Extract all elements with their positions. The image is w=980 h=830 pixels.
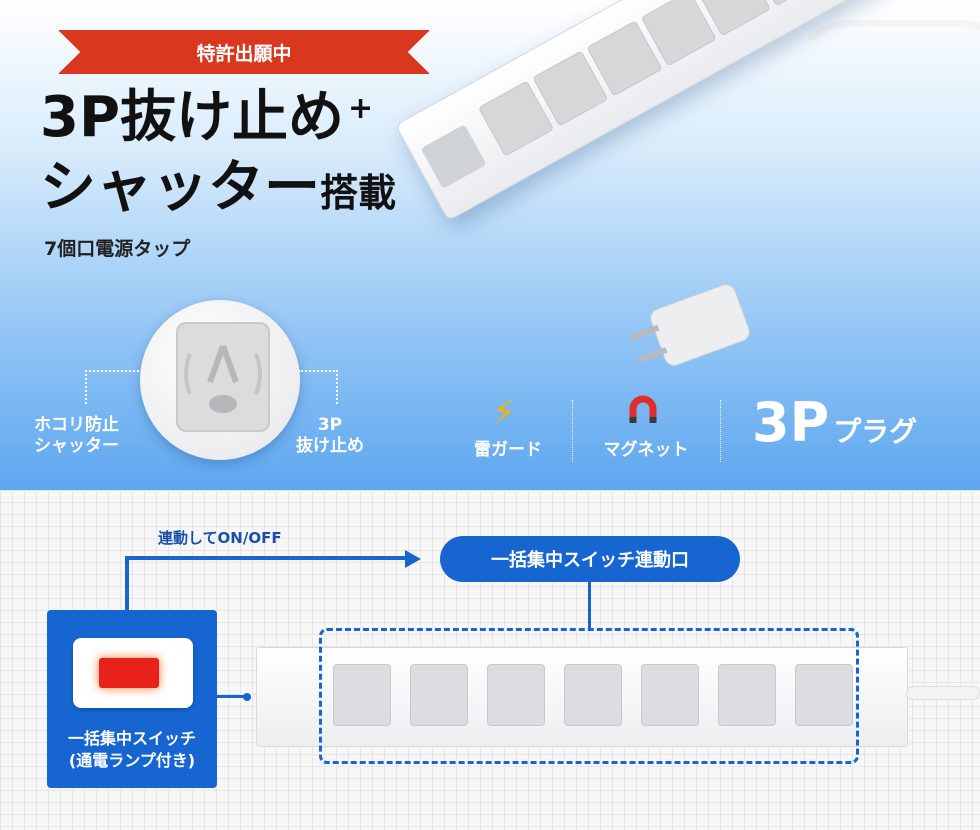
lightning-icon: ⚡ xyxy=(492,393,516,433)
magnet-label: マグネット xyxy=(603,440,689,460)
magnet-icon xyxy=(625,393,661,433)
linked-outlet-pill: 一括集中スイッチ連動口 xyxy=(440,536,740,582)
hero-section: 特許出願中 3P抜け止め+ シャッター搭載 7個口電源タップ ホコリ防止 シャッ xyxy=(0,0,980,490)
master-switch-box: 一括集中スイッチ (通電ランプ付き) xyxy=(47,610,217,788)
master-switch xyxy=(73,638,193,708)
headline-line1: 3P抜け止め+ xyxy=(40,90,373,146)
connector-line xyxy=(217,695,247,698)
patent-pending-ribbon: 特許出願中 xyxy=(58,30,430,74)
lightning-guard-label: 雷ガード xyxy=(474,440,542,460)
plug-suffix: プラグ xyxy=(833,415,918,448)
plug-image xyxy=(629,281,753,369)
callout-line-right xyxy=(298,370,338,404)
power-cord xyxy=(790,20,980,320)
headline-plus: + xyxy=(348,91,374,126)
connector-line xyxy=(125,556,129,612)
connector-dot xyxy=(243,693,251,701)
connector-line xyxy=(588,582,591,628)
cord-end xyxy=(906,686,980,700)
outlet xyxy=(718,664,776,726)
master-switch-label: 一括集中スイッチ (通電ランプ付き) xyxy=(67,729,196,771)
outlet xyxy=(410,664,468,726)
socket-icon xyxy=(176,322,270,432)
outlet xyxy=(641,664,699,726)
shutter-label: ホコリ防止 シャッター xyxy=(34,415,119,457)
linked-outlets-highlight xyxy=(319,628,859,764)
outlet xyxy=(333,664,391,726)
arrow-right-icon xyxy=(405,550,421,568)
callout-line-left xyxy=(85,370,143,404)
product-subtitle: 7個口電源タップ xyxy=(44,238,191,260)
rocker-switch xyxy=(420,124,487,189)
headline-equipped: 搭載 xyxy=(320,171,397,215)
linked-onoff-text: 連動してON/OFF xyxy=(158,529,282,547)
outlet xyxy=(564,664,622,726)
3p-text: 3P xyxy=(752,391,830,454)
outlet xyxy=(795,664,853,726)
outlet xyxy=(487,664,545,726)
headline-line2: シャッター搭載 xyxy=(40,160,396,216)
headline-shutter: シャッター xyxy=(40,155,320,220)
separator xyxy=(572,400,573,462)
connector-line xyxy=(125,556,407,560)
headline-text: 3P抜け止め xyxy=(40,85,345,150)
socket-closeup xyxy=(140,300,300,460)
lamp-indicator xyxy=(99,658,159,688)
lock-label: 3P 抜け止め xyxy=(296,415,364,457)
separator xyxy=(720,400,721,462)
